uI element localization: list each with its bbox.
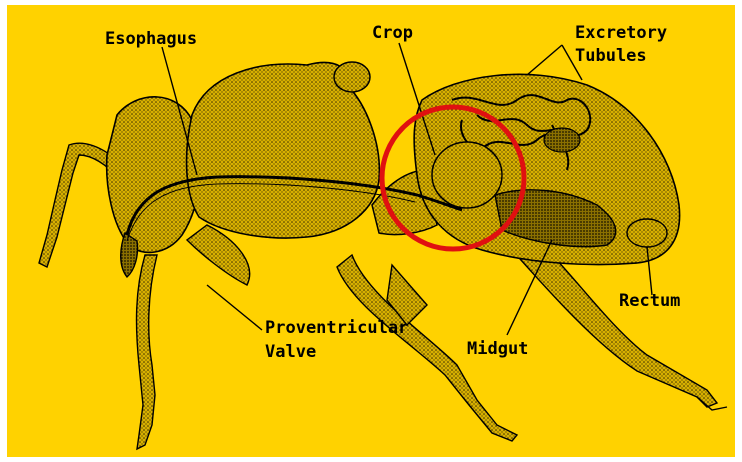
- label-esophagus: Esophagus: [105, 28, 197, 50]
- mandible: [121, 233, 138, 277]
- tubule-cluster: [544, 128, 580, 152]
- label-tubules: Tubules: [575, 45, 647, 67]
- label-valve: Valve: [265, 341, 316, 363]
- ant-illustration: [7, 5, 735, 457]
- label-proventricular: Proventricular: [265, 317, 408, 339]
- rectum-organ: [627, 219, 667, 247]
- crop-organ: [432, 142, 502, 208]
- label-rectum: Rectum: [619, 290, 680, 312]
- label-crop: Crop: [372, 22, 413, 44]
- label-midgut: Midgut: [467, 338, 528, 360]
- thorax-node: [334, 62, 370, 92]
- label-excretory: Excretory: [575, 22, 667, 44]
- ant-anatomy-diagram: Esophagus Crop Excretory Tubules Rectum …: [7, 5, 735, 457]
- front-leg: [137, 225, 250, 449]
